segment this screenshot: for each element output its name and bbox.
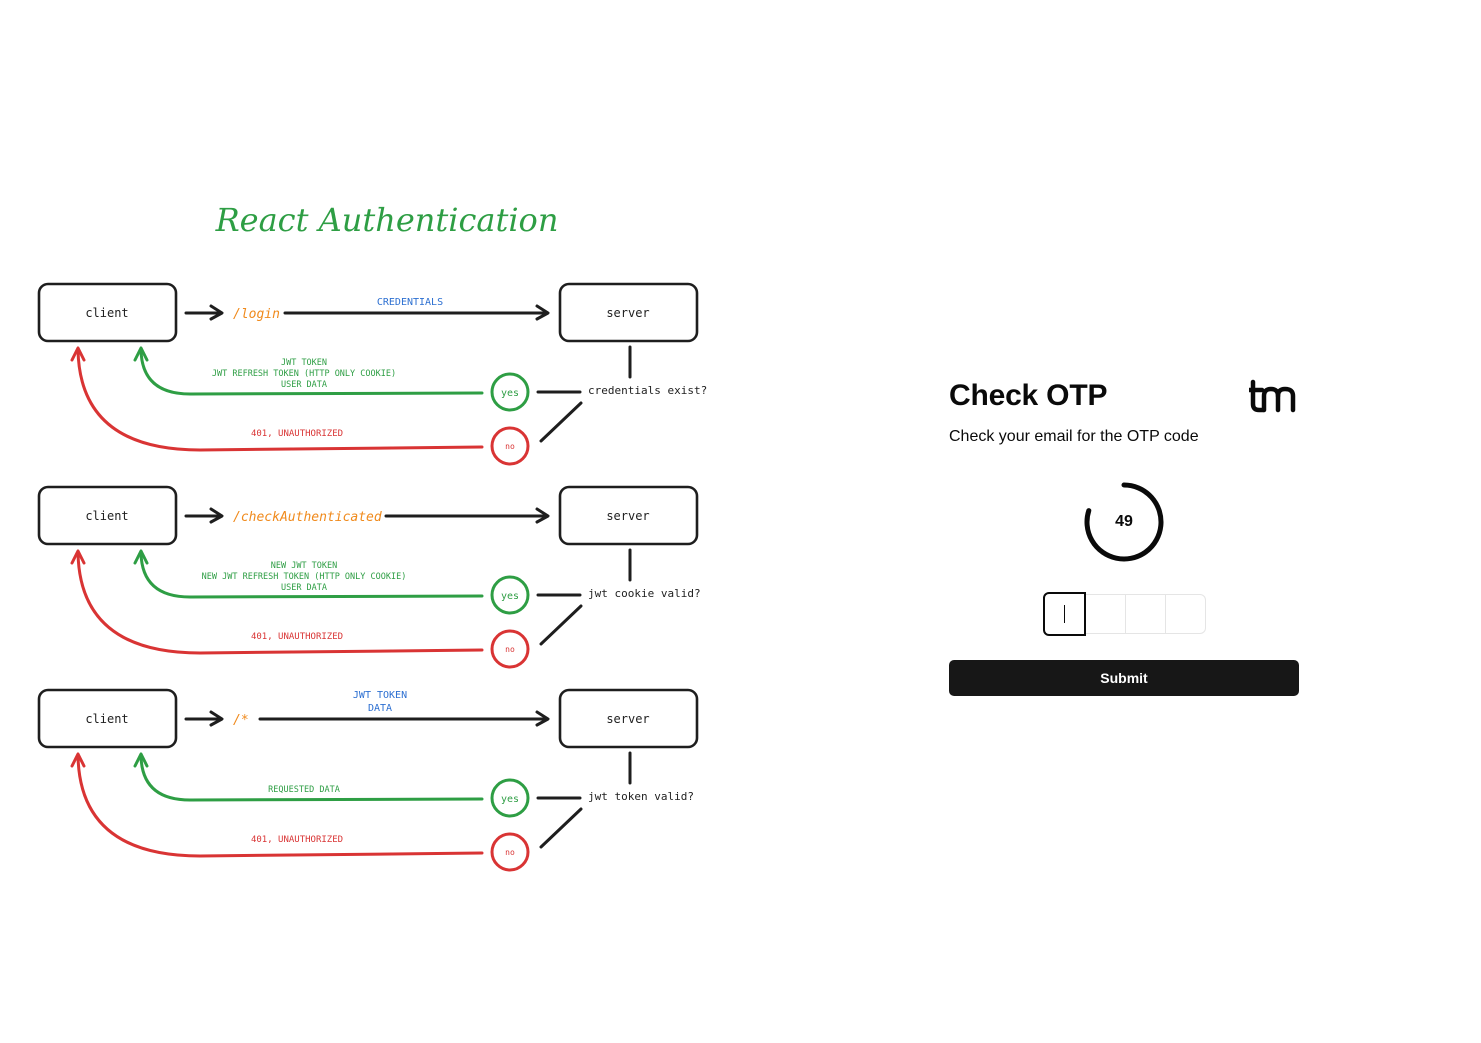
failure-arrow-head	[70, 752, 86, 768]
success-note: USER DATA	[281, 583, 327, 593]
decision-label: jwt token valid?	[588, 790, 694, 803]
brand-logo-icon	[1246, 376, 1299, 416]
no-circle	[490, 426, 530, 466]
failure-arrow	[76, 551, 484, 655]
success-arrow	[139, 551, 484, 599]
request-arrow-long-head	[535, 507, 550, 524]
no-label: no	[505, 848, 515, 857]
failure-note: 401, UNAUTHORIZED	[251, 835, 343, 845]
no-connector	[539, 807, 583, 849]
auth-flow-diagram: React Authentication client server/login CR…	[0, 0, 740, 1043]
request-arrow-head	[209, 304, 224, 321]
no-circle	[490, 832, 530, 872]
request-note: DATA	[368, 703, 392, 714]
route-label: /checkAuthenticated	[233, 510, 382, 525]
success-note: NEW JWT TOKEN	[271, 561, 338, 571]
success-arrow-head	[133, 346, 149, 362]
no-circle	[490, 629, 530, 669]
success-arrow-head	[133, 549, 149, 565]
countdown-timer: 49	[1082, 480, 1166, 564]
yes-circle	[490, 778, 530, 818]
yes-circle	[490, 575, 530, 615]
failure-arrow	[76, 754, 484, 858]
client-label: client	[85, 712, 128, 726]
countdown-ring	[1084, 482, 1164, 562]
diagram-title: React Authentication	[215, 201, 559, 239]
client-label: client	[85, 306, 128, 320]
yes-label: yes	[501, 794, 519, 805]
no-label: no	[505, 442, 515, 451]
success-note: JWT TOKEN	[281, 358, 327, 368]
success-arrow-head	[133, 752, 149, 768]
otp-digit-1[interactable]	[1042, 592, 1086, 636]
no-connector	[539, 401, 583, 443]
decision-label: jwt cookie valid?	[588, 587, 701, 600]
no-label: no	[505, 645, 515, 654]
server-box	[558, 688, 699, 749]
text-caret	[1063, 605, 1065, 623]
failure-arrow-head	[70, 549, 86, 565]
countdown-value: 49	[1115, 513, 1133, 530]
failure-note: 401, UNAUTHORIZED	[251, 632, 343, 642]
success-note: REQUESTED DATA	[268, 785, 340, 795]
failure-note: 401, UNAUTHORIZED	[251, 429, 343, 439]
client-box	[37, 688, 178, 749]
success-note: USER DATA	[281, 380, 327, 390]
yes-label: yes	[501, 388, 519, 399]
request-arrow-head	[209, 710, 224, 727]
client-label: client	[85, 509, 128, 523]
submit-button[interactable]: Submit	[949, 660, 1299, 696]
success-note: NEW JWT REFRESH TOKEN (HTTP ONLY COOKIE)	[202, 572, 407, 582]
request-arrow-long-head	[535, 304, 550, 321]
diagram-canvas: React Authentication client server/login CR…	[37, 201, 707, 872]
server-box	[558, 282, 699, 343]
request-note: CREDENTIALS	[377, 297, 443, 308]
otp-digit-4[interactable]	[1165, 594, 1206, 634]
server-box	[558, 485, 699, 546]
otp-digit-2[interactable]	[1085, 594, 1126, 634]
client-box	[37, 282, 178, 343]
otp-card: Check OTP Check your email for the OTP c…	[949, 372, 1299, 696]
yes-label: yes	[501, 591, 519, 602]
request-arrow-head	[209, 507, 224, 524]
success-note: JWT REFRESH TOKEN (HTTP ONLY COOKIE)	[212, 369, 396, 379]
otp-subtitle: Check your email for the OTP code	[949, 428, 1199, 445]
route-label: /login	[233, 307, 280, 322]
otp-digit-3[interactable]	[1125, 594, 1166, 634]
request-arrow-long-head	[535, 710, 550, 727]
failure-arrow	[76, 348, 484, 452]
server-label: server	[606, 306, 649, 320]
otp-code-input	[949, 592, 1299, 636]
page-title: Check OTP	[949, 379, 1108, 412]
no-connector	[539, 604, 583, 646]
server-label: server	[606, 712, 649, 726]
success-arrow	[139, 754, 484, 802]
success-arrow	[139, 348, 484, 396]
failure-arrow-head	[70, 346, 86, 362]
yes-circle	[490, 372, 530, 412]
client-box	[37, 485, 178, 546]
route-label: /*	[233, 713, 249, 728]
decision-label: credentials exist?	[588, 384, 707, 397]
server-label: server	[606, 509, 649, 523]
otp-header: Check OTP	[949, 372, 1299, 420]
request-note: JWT TOKEN	[353, 690, 407, 701]
